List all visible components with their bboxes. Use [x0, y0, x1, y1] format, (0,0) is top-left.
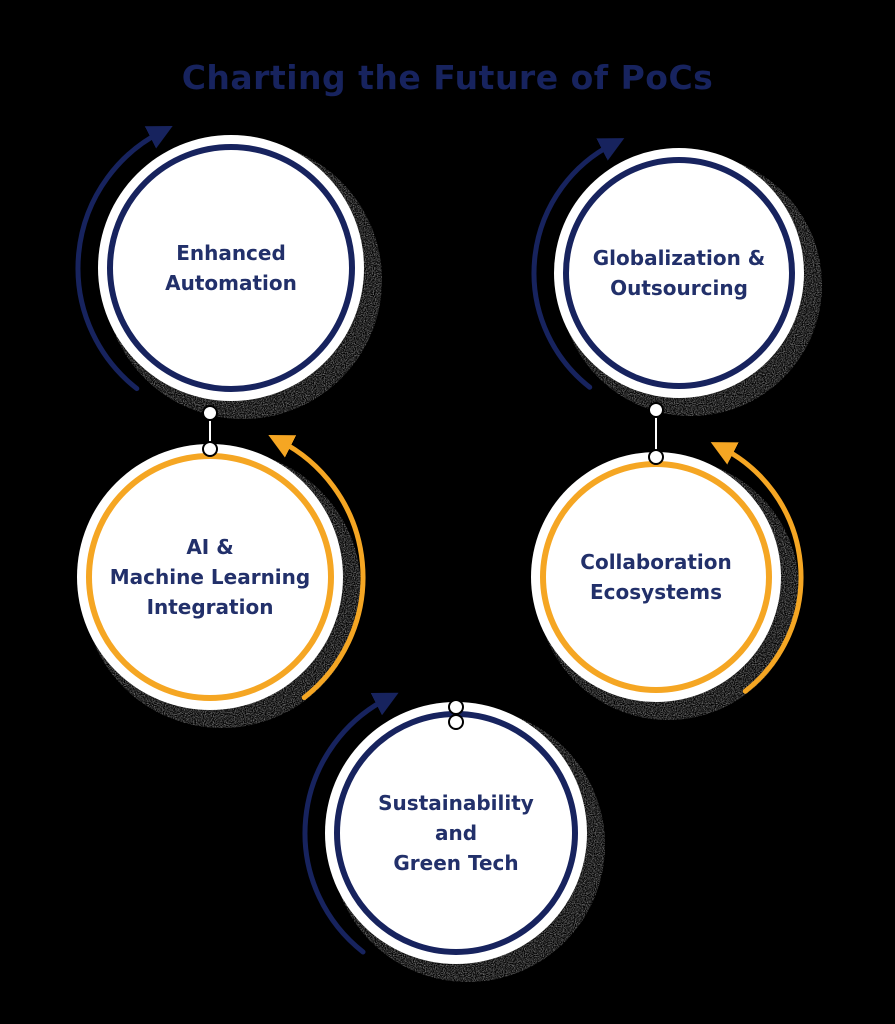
node-label-globalization-outsourcing: Globalization & Outsourcing [562, 156, 796, 390]
node-circle-collaboration-ecosystems [531, 452, 781, 702]
node-label-line: Outsourcing [610, 276, 748, 300]
node-label-line: Enhanced [176, 241, 286, 265]
node-label-line: Globalization & [592, 246, 766, 270]
node-layer [77, 135, 804, 964]
node-circle-enhanced-automation [98, 135, 364, 401]
node-label-line: AI & [186, 535, 234, 559]
node-label-line: Green Tech [393, 851, 519, 875]
node-circle-sustainability-green-tech [325, 702, 587, 964]
connector-dot [648, 449, 664, 465]
cycle-arrow-enhanced-automation [75, 125, 173, 392]
node-label-line: Collaboration [580, 550, 732, 574]
connector-dot [202, 441, 218, 457]
node-label-line: Sustainability [378, 791, 534, 815]
node-label-line: and [434, 821, 478, 845]
node-label-line: Integration [146, 595, 274, 619]
node-ring-globalization-outsourcing [563, 157, 795, 389]
node-label-line: Ecosystems [590, 580, 722, 604]
cycle-arrow-collaboration-ecosystems [710, 442, 804, 694]
node-circle-globalization-outsourcing [554, 148, 804, 398]
node-circle-ai-machine-learning [77, 444, 343, 710]
connector-dot [202, 405, 218, 421]
page-title: Charting the Future of PoCs [181, 58, 714, 97]
node-label-line: Automation [165, 271, 297, 295]
connector-dot [448, 699, 464, 715]
connector-dot [648, 402, 664, 418]
cycle-arrow-sustainability-green-tech [302, 692, 399, 955]
node-ring-enhanced-automation [107, 144, 355, 392]
dot-layer [202, 402, 664, 730]
cycle-arrow-ai-machine-learning [268, 434, 366, 701]
node-label-line: Machine Learning [109, 565, 311, 589]
arrow-layer [75, 125, 804, 955]
cycle-arrow-globalization-outsourcing [531, 138, 625, 390]
